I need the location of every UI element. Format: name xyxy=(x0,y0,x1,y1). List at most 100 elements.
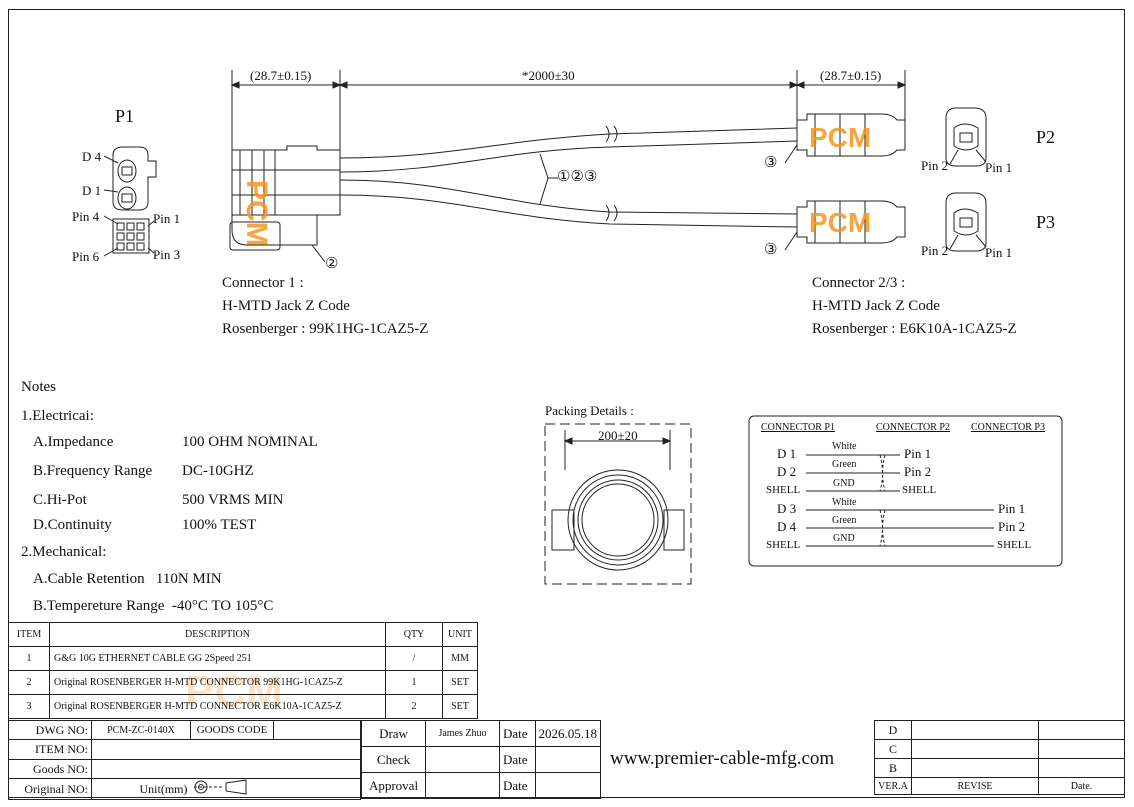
retention-note: A.Cable Retention 110N MIN xyxy=(33,571,222,587)
wiring-left: SHELL xyxy=(766,539,801,551)
date-value: 2026.05.18 xyxy=(534,720,601,747)
impedance-label: A.Impedance xyxy=(33,434,114,450)
p3-pin1-label: Pin 1 xyxy=(985,245,1013,260)
hipot-label: C.Hi-Pot xyxy=(33,492,87,508)
bom-cell: 3 xyxy=(8,694,50,719)
continuity-label: D.Continuity xyxy=(33,517,112,533)
revision-table: D C B VER.A REVISE Date. xyxy=(874,720,1125,795)
dwg-no-value: PCM-ZC-0140X xyxy=(91,720,191,740)
left-length-dim: (28.7±0.15) xyxy=(250,68,312,83)
wiring-wire: Green xyxy=(832,459,857,470)
p1-pin1-label: Pin 1 xyxy=(153,211,181,226)
bom-cell: SET xyxy=(442,670,478,695)
wiring-wire: White xyxy=(832,497,857,508)
item-no-label: ITEM NO: xyxy=(8,739,92,760)
date-label: Date xyxy=(498,720,536,747)
wiring-right: Pin 2 xyxy=(904,464,932,479)
p1-pin4-label: Pin 4 xyxy=(72,209,100,224)
bom-header-row: ITEM DESCRIPTION QTY UNIT xyxy=(8,622,478,647)
wiring-header-p1: CONNECTOR P1 xyxy=(761,422,835,433)
bom-cell: 1 xyxy=(385,670,443,695)
bom-header-qty: QTY xyxy=(385,622,443,647)
wiring-wire: White xyxy=(832,441,857,452)
connector23-title: Connector 2/3 : xyxy=(812,275,906,291)
packing-dim: 200±20 xyxy=(598,428,638,443)
wiring-left: D 2 xyxy=(777,464,797,479)
p2-pin2-label: Pin 2 xyxy=(921,158,949,173)
original-no-label: Original NO: xyxy=(8,778,92,800)
projection-icon xyxy=(193,779,246,795)
p2-pin1-label: Pin 1 xyxy=(985,160,1013,175)
pcm-watermark: PCM xyxy=(240,180,273,247)
wiring-wire: Green xyxy=(832,515,857,526)
notes-title: Notes xyxy=(21,379,56,395)
wiring-right: Pin 1 xyxy=(998,501,1026,516)
bom-cell: 2 xyxy=(385,694,443,719)
wiring-right: Pin 2 xyxy=(998,519,1026,534)
connector23-part: Rosenberger : E6K10A-1CAZ5-Z xyxy=(812,321,1017,337)
p1-pin3-label: Pin 3 xyxy=(153,247,181,262)
hipot-value: 500 VRMS MIN xyxy=(182,492,284,508)
date-label: Date xyxy=(498,772,536,799)
right-length-dim: (28.7±0.15) xyxy=(820,68,882,83)
rev-c: C xyxy=(874,739,912,759)
cable-length-dim: *2000±30 xyxy=(522,68,575,83)
wiring-left: D 1 xyxy=(777,446,797,461)
connector1-title: Connector 1 : xyxy=(222,275,304,291)
wiring-header-p3: CONNECTOR P3 xyxy=(971,422,1045,433)
approval-label: Approval xyxy=(360,772,427,799)
bom-cell: MM xyxy=(442,646,478,671)
packing-title: Packing Details : xyxy=(545,403,634,418)
wiring-right: Pin 1 xyxy=(904,446,932,461)
callout-2: ② xyxy=(325,256,339,272)
connector23-type: H-MTD Jack Z Code xyxy=(812,298,940,314)
notes-electrical: 1.Electricai: xyxy=(21,408,94,424)
wiring-wire: GND xyxy=(833,478,855,489)
unit-label: Unit(mm) xyxy=(91,778,191,800)
website: www.premier-cable-mfg.com xyxy=(610,748,835,769)
callout-3-p2: ③ xyxy=(764,155,778,171)
date-label: Date xyxy=(498,746,536,773)
p1-label: P1 xyxy=(115,106,135,126)
pcm-watermark: PCM xyxy=(809,207,871,238)
version-label: VER.A xyxy=(874,777,912,795)
freq-value: DC-10GHZ xyxy=(182,463,254,479)
notes-mechanical: 2.Mechanical: xyxy=(21,544,107,560)
p3-label: P3 xyxy=(1036,212,1056,232)
wiring-right: SHELL xyxy=(902,484,937,496)
projection-symbol xyxy=(190,778,361,800)
wiring-left: SHELL xyxy=(766,484,801,496)
wiring-left: D 4 xyxy=(777,519,797,534)
table-row: 2 Original ROSENBERGER H-MTD CONNECTOR 9… xyxy=(8,670,478,695)
bom-cell: Original ROSENBERGER H-MTD CONNECTOR E6K… xyxy=(49,694,386,719)
draw-label: Draw xyxy=(360,720,427,747)
bom-cell: Original ROSENBERGER H-MTD CONNECTOR 99K… xyxy=(49,670,386,695)
bom-cell: G&G 10G ETHERNET CABLE GG 2Speed 251 xyxy=(49,646,386,671)
pcm-watermark: PCM xyxy=(809,122,871,153)
draw-name: James Zhuo xyxy=(425,720,500,747)
bom-header-unit: UNIT xyxy=(442,622,478,647)
continuity-value: 100% TEST xyxy=(182,517,257,533)
date-column-label: Date. xyxy=(1038,777,1125,795)
bom-cell: 2 xyxy=(8,670,50,695)
freq-label: B.Frequency Range xyxy=(33,463,153,479)
impedance-value: 100 OHM NOMINAL xyxy=(182,434,318,450)
check-label: Check xyxy=(360,746,427,773)
bom-cell: 1 xyxy=(8,646,50,671)
bom-header-item: ITEM xyxy=(8,622,50,647)
bom-cell: / xyxy=(385,646,443,671)
callout-3-p3: ③ xyxy=(764,242,778,258)
dwg-no-label: DWG NO: xyxy=(8,720,92,740)
rev-b: B xyxy=(874,758,912,778)
temperature-note: B.Tempereture Range -40°C TO 105°C xyxy=(33,598,274,614)
connector1-part: Rosenberger : 99K1HG-1CAZ5-Z xyxy=(222,321,429,337)
p1-pin6-label: Pin 6 xyxy=(72,249,100,264)
bom-cell: SET xyxy=(442,694,478,719)
title-block-approvals: Draw James Zhuo Date 2026.05.18 Check Da… xyxy=(360,720,601,799)
table-row: 1 G&G 10G ETHERNET CABLE GG 2Speed 251 /… xyxy=(8,646,478,671)
wiring-wire: GND xyxy=(833,533,855,544)
p2-label: P2 xyxy=(1036,127,1056,147)
p1-d1-label: D 1 xyxy=(82,183,102,198)
table-row: 3 Original ROSENBERGER H-MTD CONNECTOR E… xyxy=(8,694,478,719)
bom-header-description: DESCRIPTION xyxy=(49,622,386,647)
